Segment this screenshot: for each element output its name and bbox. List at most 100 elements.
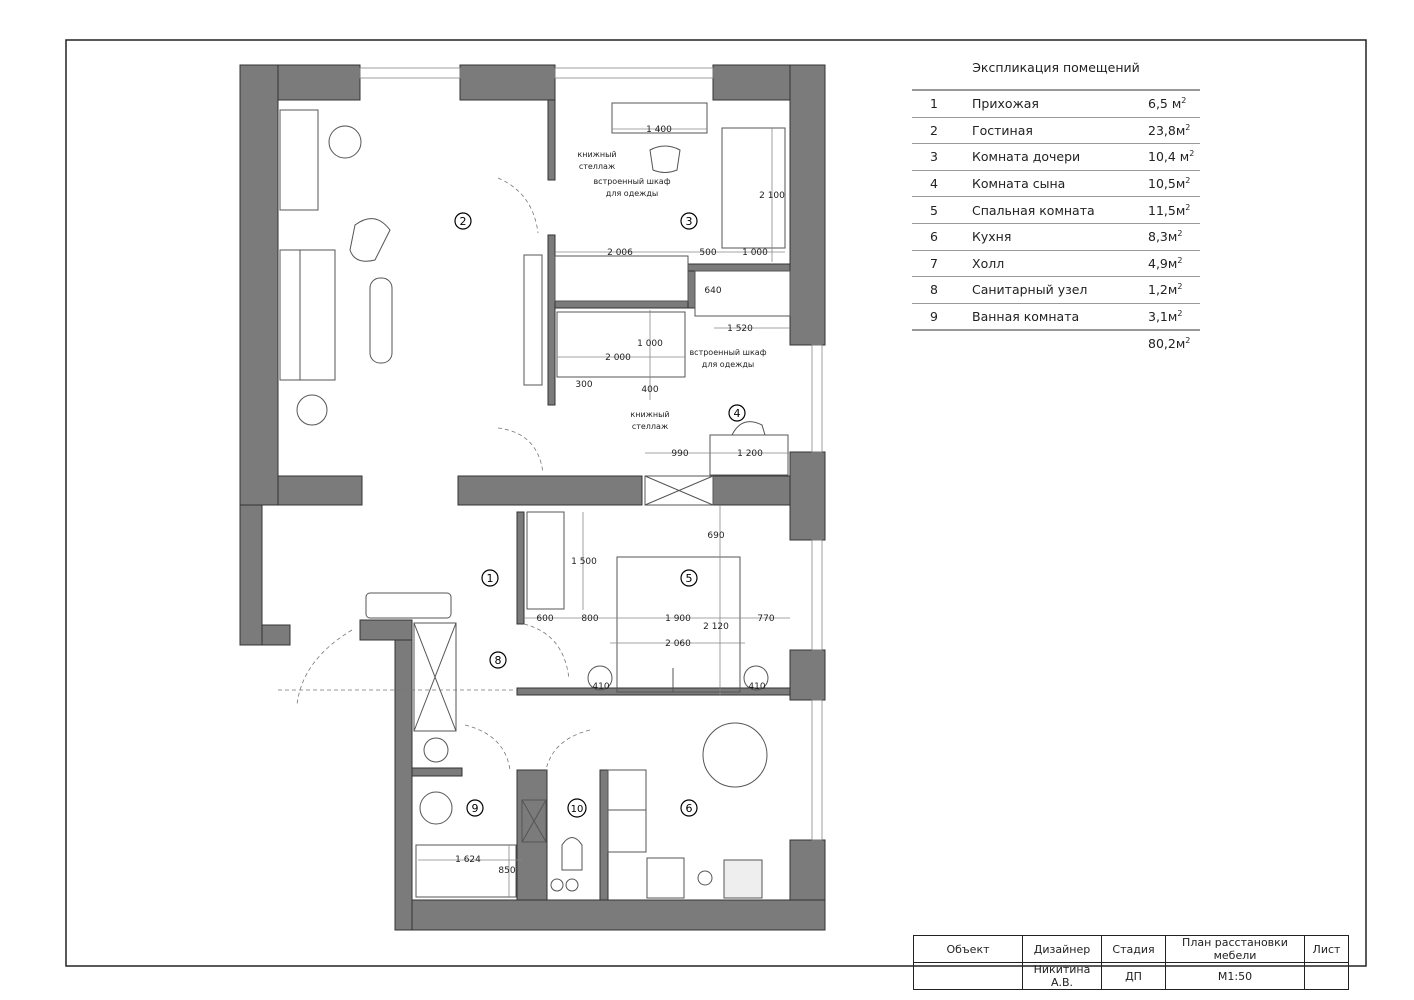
room-area: 23,8м	[1148, 122, 1186, 138]
note-bookshelf: стеллаж	[579, 162, 615, 171]
dimension-label: 640	[704, 286, 721, 296]
note-wardrobe: встроенный шкаф	[593, 177, 670, 186]
room-name: Кухня	[972, 229, 1012, 245]
room-area: 10,4 м	[1148, 149, 1190, 165]
note-bookshelf: книжный	[577, 150, 616, 159]
sheet-frame	[65, 39, 1367, 967]
note-wardrobe: для одежды	[702, 360, 754, 369]
explication-total: 80,2м2	[912, 330, 1200, 356]
total-area: 80,2м	[1148, 336, 1186, 352]
windows	[359, 67, 823, 841]
notes: книжный стеллаж встроенный шкаф для одеж…	[577, 150, 766, 431]
room-area: 3,1м	[1148, 309, 1178, 325]
dimension-label: 1 900	[665, 614, 691, 624]
room-area: 6,5 м	[1148, 96, 1182, 112]
room-number: 4	[734, 407, 741, 420]
explication-row: 9 Ванная комната 3,1м2	[912, 304, 1200, 331]
room-number: 5	[686, 572, 693, 585]
explication-row: 1 Прихожая 6,5 м2	[912, 89, 1200, 118]
dimension-label: 400	[641, 385, 658, 395]
dimension-label: 2 000	[605, 353, 631, 363]
room-area: 11,5м	[1148, 202, 1186, 218]
area-unit-sup: 2	[1181, 96, 1187, 106]
room-name: Комната дочери	[972, 149, 1081, 165]
room-area: 8,3м	[1148, 229, 1178, 245]
room-number: 2	[460, 215, 467, 228]
note-wardrobe: для одежды	[606, 189, 658, 198]
explication-row: 8 Санитарный узел 1,2м2	[912, 277, 1200, 304]
room-number: 9	[472, 802, 479, 815]
stage-label: Стадия	[1101, 935, 1166, 963]
dimension-label: 2 120	[703, 622, 729, 632]
room-number: 1	[487, 572, 494, 585]
room-name: Холл	[972, 255, 1005, 271]
dimension-label: 1 520	[727, 324, 753, 334]
dimension-label: 410	[748, 682, 765, 692]
area-unit-sup: 2	[1177, 308, 1183, 318]
explication-title: Экспликация помещений	[972, 60, 1140, 75]
room-number: 8	[495, 654, 502, 667]
dimension-label: 800	[581, 614, 598, 624]
dimension-label: 2 100	[759, 191, 785, 201]
room-name: Санитарный узел	[972, 282, 1088, 298]
area-unit-sup: 2	[1185, 202, 1191, 212]
room-number: 6	[686, 802, 693, 815]
dimension-label: 1 000	[742, 248, 768, 258]
dimension-label: 500	[699, 248, 716, 258]
dimension-label: 1 200	[737, 449, 763, 459]
designer-label: Дизайнер	[1022, 935, 1102, 963]
explication-row: 4 Комната сына 10,5м2	[912, 171, 1200, 198]
room-name: Гостиная	[972, 122, 1033, 138]
object-value	[913, 962, 1023, 990]
room-num: 1	[930, 96, 938, 112]
sheet-number	[1304, 962, 1349, 990]
dimension-labels: 1 400 2 100 2 006 500 1 000 640 1 520 1 …	[455, 125, 785, 876]
room-number: 10	[571, 804, 584, 815]
dimension-label: 1 624	[455, 855, 481, 865]
room-area: 10,5м	[1148, 176, 1186, 192]
area-unit-sup: 2	[1177, 255, 1183, 265]
note-bookshelf: книжный	[630, 410, 669, 419]
room-name: Комната сына	[972, 176, 1066, 192]
dimension-label: 990	[671, 449, 688, 459]
room-num: 5	[930, 202, 938, 218]
room-area: 1,2м	[1148, 282, 1178, 298]
explication-row: 7 Холл 4,9м2	[912, 251, 1200, 278]
dimension-label: 600	[536, 614, 553, 624]
room-num: 4	[930, 176, 938, 192]
dimension-label: 2 006	[607, 248, 633, 258]
dimension-label: 2 060	[665, 639, 691, 649]
dimension-label: 770	[757, 614, 774, 624]
explication-row: 3 Комната дочери 10,4 м2	[912, 144, 1200, 171]
area-unit-sup: 2	[1185, 122, 1191, 132]
room-number: 3	[686, 215, 693, 228]
room-num: 2	[930, 122, 938, 138]
sheet-label: Лист	[1304, 935, 1349, 963]
dimension-lines	[418, 128, 790, 897]
dimension-label: 1 000	[637, 339, 663, 349]
room-area: 4,9м	[1148, 255, 1178, 271]
door-swings	[278, 177, 591, 776]
furniture	[279, 102, 791, 899]
object-label: Объект	[913, 935, 1023, 963]
area-unit-sup: 2	[1189, 149, 1195, 159]
room-num: 3	[930, 149, 938, 165]
stage-value: ДП	[1101, 962, 1166, 990]
dimension-label: 850	[498, 866, 515, 876]
explication-row: 5 Спальная комната 11,5м2	[912, 197, 1200, 224]
dimension-label: 300	[575, 380, 592, 390]
area-unit-sup: 2	[1177, 229, 1183, 239]
title-block: Объект Дизайнер Стадия План расстановки …	[913, 935, 1349, 990]
dimension-label: 1 500	[571, 557, 597, 567]
area-unit-sup: 2	[1185, 176, 1191, 185]
area-unit-sup: 2	[1177, 282, 1183, 292]
explication-row: 2 Гостиная 23,8м2	[912, 118, 1200, 145]
room-number-markers: 1 2 3 4 5 6 8 9 10	[454, 212, 746, 818]
room-num: 6	[930, 229, 938, 245]
explication-row: 6 Кухня 8,3м2	[912, 224, 1200, 251]
designer-name: Никитина А.В.	[1022, 962, 1102, 990]
sheet-title: План расстановки мебели	[1165, 935, 1305, 963]
note-wardrobe: встроенный шкаф	[689, 348, 766, 357]
